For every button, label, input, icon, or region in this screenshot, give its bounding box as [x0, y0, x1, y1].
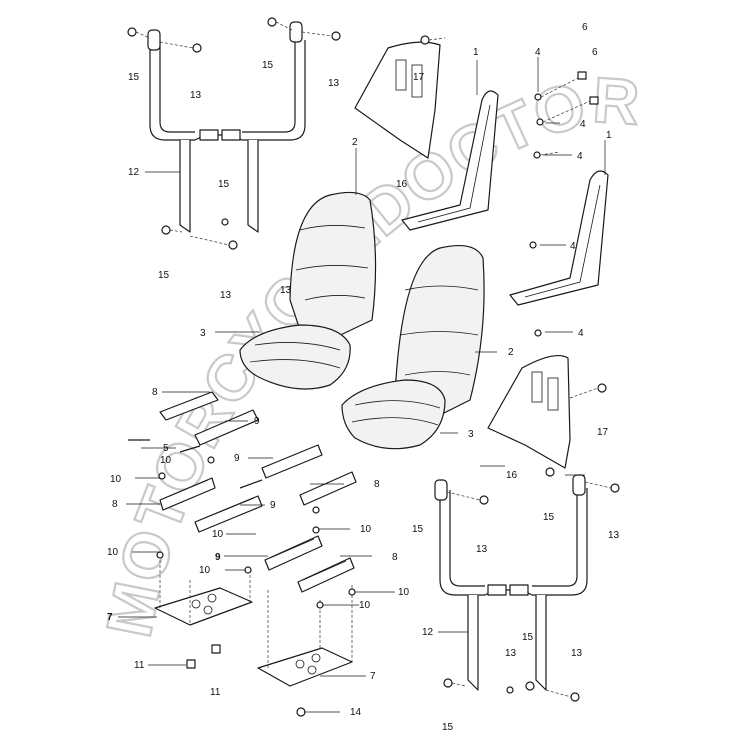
callout-11: 11	[210, 687, 221, 698]
callout-15: 15	[128, 72, 140, 83]
callout-13: 13	[328, 78, 340, 89]
callout-15: 15	[543, 512, 555, 523]
tube-frame-1	[401, 90, 499, 231]
callout-10: 10	[110, 474, 122, 485]
callout-8: 8	[374, 479, 380, 490]
callout-15: 15	[158, 270, 170, 281]
harness-top-left	[127, 17, 341, 250]
callout-10: 10	[398, 587, 410, 598]
callout-8: 8	[392, 552, 398, 563]
callout-15: 15	[522, 632, 534, 643]
callout-3: 3	[200, 328, 206, 339]
callout-4: 4	[578, 328, 584, 339]
callout-13: 13	[190, 90, 202, 101]
callout-11: 11	[134, 660, 145, 671]
callout-10: 10	[212, 529, 224, 540]
callout-10: 10	[360, 524, 372, 535]
callout-4: 4	[570, 241, 576, 252]
callout-16: 16	[506, 470, 518, 481]
callout-13: 13	[220, 290, 232, 301]
seat-right	[341, 245, 485, 450]
callout-10: 10	[359, 600, 371, 611]
callout-9: 9	[234, 453, 240, 464]
callout-4: 4	[580, 119, 586, 130]
callout-15: 15	[262, 60, 274, 71]
callout-2: 2	[352, 137, 358, 148]
callout-7: 7	[107, 612, 113, 623]
callout-13: 13	[476, 544, 488, 555]
callout-17: 17	[597, 427, 609, 438]
callout-4: 4	[577, 151, 583, 162]
callout-9: 9	[215, 552, 221, 563]
callout-8: 8	[152, 387, 158, 398]
callout-5: 5	[163, 443, 169, 454]
callout-13: 13	[608, 530, 620, 541]
callout-17: 17	[413, 72, 425, 83]
callout-13: 13	[280, 285, 292, 296]
callout-10: 10	[107, 547, 119, 558]
callout-15: 15	[442, 722, 454, 733]
callout-6: 6	[582, 22, 588, 33]
callout-16: 16	[396, 179, 408, 190]
callout-15: 15	[218, 179, 230, 190]
tube-frame-2	[509, 170, 609, 306]
callout-14: 14	[350, 707, 362, 718]
callout-1: 1	[606, 130, 612, 141]
callout-6: 6	[592, 47, 598, 58]
callout-13: 13	[505, 648, 517, 659]
callout-10: 10	[199, 565, 211, 576]
callout-1: 1	[473, 47, 479, 58]
mount-plates	[154, 456, 356, 717]
harness-bottom-right	[434, 467, 620, 702]
leader-lines	[118, 57, 606, 713]
callout-12: 12	[128, 167, 140, 178]
callout-15: 15	[412, 524, 424, 535]
callout-4: 4	[535, 47, 541, 58]
seat-back-panel-bottom	[487, 355, 607, 469]
callout-7: 7	[370, 671, 376, 682]
callout-3: 3	[468, 429, 474, 440]
callout-12: 12	[422, 627, 434, 638]
seat-back-panel-top	[354, 35, 446, 159]
fasteners-4-6	[529, 71, 599, 337]
callout-9: 9	[254, 416, 260, 427]
callout-2: 2	[508, 347, 514, 358]
callout-labels: 15 13 15 13 17 1 4 6 6 4 1 2 4 12 16 15 …	[107, 22, 620, 733]
callout-9: 9	[270, 500, 276, 511]
callout-13: 13	[571, 648, 583, 659]
callout-8: 8	[112, 499, 118, 510]
callout-10: 10	[160, 455, 172, 466]
seat-upper-left	[239, 191, 377, 390]
slide-rails	[128, 391, 357, 593]
